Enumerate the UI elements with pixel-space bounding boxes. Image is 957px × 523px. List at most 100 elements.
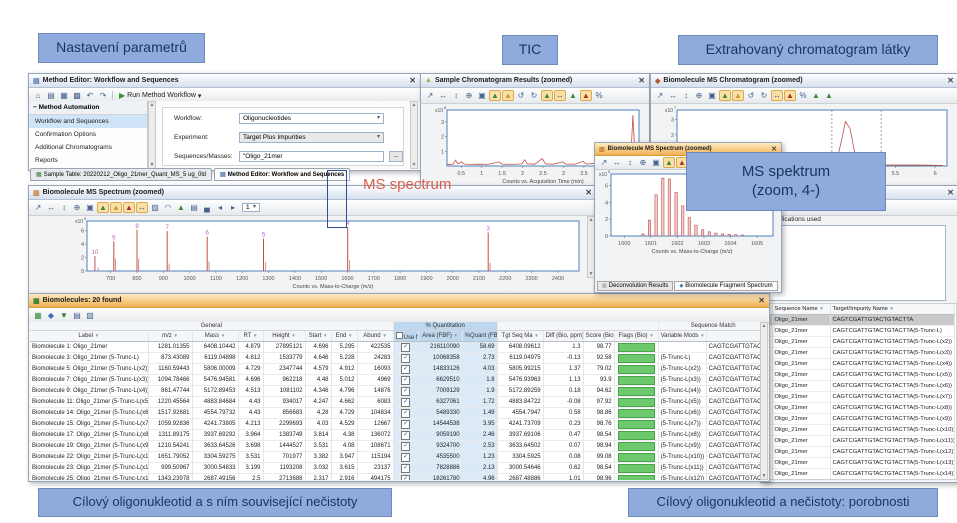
peak-yellow-icon[interactable]: ▲ (110, 202, 122, 213)
filter-icon[interactable]: ▼ (382, 333, 387, 338)
peak-green-icon[interactable]: ▲ (663, 157, 675, 168)
column-header[interactable]: Use f ▼ (393, 330, 419, 342)
baseline-icon[interactable]: ▲ (541, 90, 553, 101)
close-icon[interactable]: ✕ (638, 76, 645, 85)
filter-icon[interactable]: ▼ (322, 333, 328, 338)
filter-icon[interactable]: ▼ (649, 333, 654, 338)
biomolecule-row[interactable]: Biomolecule 9: Oligo_21mer (5-Trunc-L(x4… (30, 385, 760, 397)
resize-icon[interactable]: ↗ (426, 91, 434, 100)
nav-item-confirmation-options[interactable]: Confirmation Options (35, 131, 97, 138)
column-header[interactable]: Score (Bio ▼ (583, 330, 615, 342)
nav-header[interactable]: − Method Automation (29, 101, 147, 115)
prev-icon[interactable]: ◂ (217, 203, 222, 212)
fit-x-icon[interactable]: ↔ (47, 203, 55, 212)
zoom-icon[interactable]: ⊕ (695, 91, 703, 100)
threshold-icon[interactable]: ▲ (123, 202, 135, 213)
fit-x-icon[interactable]: ↔ (613, 158, 621, 167)
fit-y-icon[interactable]: ↕ (684, 91, 688, 100)
experiment-select[interactable]: Target Plus Impurities▾ (239, 132, 384, 143)
redo-zoom-icon[interactable]: ↻ (760, 91, 768, 100)
use-checkbox[interactable]: ✓ (401, 375, 411, 385)
close-icon[interactable]: ✕ (758, 296, 765, 305)
zoom-icon[interactable]: ⊕ (465, 91, 473, 100)
column-header[interactable]: Abund ▼ (357, 330, 394, 342)
filter-icon[interactable]: ▼ (347, 333, 353, 338)
tab-biomolecule-fragment-spectrum[interactable]: ◆ Biomolecule Fragment Spectrum (674, 281, 778, 291)
use-checkbox[interactable]: ✓ (401, 397, 411, 407)
undo-zoom-icon[interactable]: ↺ (747, 91, 755, 100)
use-checkbox[interactable]: ✓ (401, 452, 411, 462)
fit-y-icon[interactable]: ↕ (454, 91, 458, 100)
smooth-icon[interactable]: ◠ (164, 203, 172, 212)
close-icon[interactable]: ✕ (409, 76, 416, 85)
biomolecule-row[interactable]: Biomolecule 22: Oligo_21mer (5-Trunc-L(x… (30, 451, 760, 463)
use-checkbox[interactable]: ✓ (401, 430, 411, 440)
browse-button[interactable]: ... (389, 151, 403, 162)
filter-icon[interactable]: ▼ (291, 333, 296, 338)
resize-icon[interactable]: ↗ (656, 91, 664, 100)
nav-item-additional-chromatograms[interactable]: Additional Chromatograms (35, 144, 112, 151)
biomolecule-row[interactable]: Biomolecule 11: Oligo_21mer (5-Trunc-L(x… (30, 396, 760, 408)
use-checkbox[interactable]: ✓ (401, 408, 411, 418)
close-icon[interactable]: ✕ (947, 76, 954, 85)
column-header[interactable]: RT ▼ (238, 330, 264, 342)
spectrum-titlebar[interactable]: ▥ Biomolecule MS Spectrum (zoomed) ✕ (29, 186, 596, 200)
save-method-icon[interactable]: ▦ (60, 91, 68, 100)
column-header[interactable] (706, 330, 760, 342)
biomolecule-row[interactable]: Biomolecule 25: Oligo_21mer (5-Trunc-L(x… (30, 473, 760, 480)
undo-zoom-icon[interactable]: ↺ (517, 91, 525, 100)
peak-green-icon[interactable]: ▲ (97, 202, 109, 213)
filter-icon[interactable]: ▼ (700, 333, 705, 338)
tab-method-editor[interactable]: ▤ Method Editor: Workflow and Sequences (214, 168, 351, 181)
histogram-icon[interactable]: ▄ (204, 203, 210, 212)
tab-sample-table[interactable]: ▦ Sample Table: 20220212_Oligo_21mer_Qua… (30, 168, 213, 181)
zoom-icon[interactable]: ⊕ (73, 203, 81, 212)
autoscale-icon[interactable]: ▣ (708, 91, 716, 100)
biomolecule-row[interactable]: Biomolecule 14: Oligo_21mer (5-Trunc-L(x… (30, 407, 760, 419)
impurity-row[interactable]: Oligo_21merCAGTCGATTGTACTGTACTTA(5-Trunc… (764, 480, 954, 481)
biomolecules-titlebar[interactable]: ▦ Biomolecules: 20 found ✕ (29, 294, 769, 308)
column-header[interactable]: Diff (Bio, ppm) ▼ (543, 330, 584, 342)
biomolecule-row[interactable]: Biomolecule 15: Oligo_21mer (5-Trunc-L(x… (30, 418, 760, 430)
settings-icon[interactable]: ▧ (86, 311, 94, 320)
close-icon[interactable]: ✕ (585, 188, 592, 197)
use-checkbox[interactable]: ✓ (401, 474, 411, 480)
fit-y-icon[interactable]: ↕ (628, 158, 632, 167)
column-header[interactable]: Mass ▼ (192, 330, 239, 342)
eic-titlebar[interactable]: ◆ Biomolecule MS Chromatogram (zoomed) ✕ (651, 74, 957, 88)
biomolecules-scrollbar[interactable]: ▲▼ (760, 322, 768, 480)
workflow-select[interactable]: Oligonucleotides▾ (239, 113, 384, 124)
use-checkbox[interactable]: ✓ (401, 386, 411, 396)
column-header[interactable]: Target/Impurity Name ▼ (830, 304, 955, 315)
biomolecule-row[interactable]: Biomolecule 5: Oligo_21mer (5-Trunc-L(x2… (30, 363, 760, 375)
autoscale-icon[interactable]: ▣ (652, 158, 660, 167)
smooth-icon[interactable]: ▲ (825, 91, 833, 100)
charge-combo[interactable]: 1▾ (242, 203, 260, 212)
filter-icon[interactable]: ▼ (173, 333, 178, 338)
zoom-icon[interactable]: ⊕ (639, 158, 647, 167)
column-header[interactable]: m/z ▼ (148, 330, 193, 342)
column-header[interactable]: %Quant (FBF) ▼ (462, 330, 498, 342)
peak-green-icon[interactable]: ▲ (719, 90, 731, 101)
next-icon[interactable]: ▸ (230, 203, 235, 212)
link-axes-icon[interactable]: ↔ (554, 90, 566, 101)
column-header[interactable]: Flags (Bio) ▼ (614, 330, 659, 342)
peak-yellow-icon[interactable]: ▲ (732, 90, 744, 101)
integrate-icon[interactable]: ▲ (812, 91, 820, 100)
resize-icon[interactable]: ↗ (34, 203, 42, 212)
grid-icon[interactable]: ▦ (34, 311, 42, 320)
percent-icon[interactable]: % (595, 91, 603, 100)
use-checkbox[interactable]: ✓ (401, 463, 411, 473)
peak-yellow-icon[interactable]: ▲ (502, 90, 514, 101)
biomolecule-row[interactable]: Biomolecule 7: Oligo_21mer (5-Trunc-L(x3… (30, 374, 760, 386)
nav-item-workflow-and-sequences[interactable]: Workflow and Sequences (29, 115, 147, 128)
